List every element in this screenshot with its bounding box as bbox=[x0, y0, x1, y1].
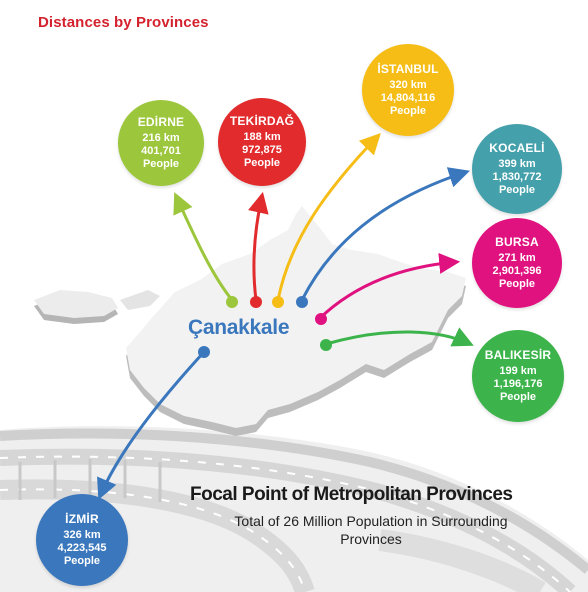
province-name: BURSA bbox=[495, 235, 539, 249]
province-unit: People bbox=[498, 278, 536, 290]
province-unit: People bbox=[142, 158, 180, 170]
province-distance: 271 km bbox=[498, 252, 536, 264]
province-unit: People bbox=[499, 391, 537, 403]
arrow-balikesir bbox=[325, 327, 474, 347]
province-population: 4,223,545 bbox=[57, 542, 107, 554]
bubble-balikesir: BALIKESİR 199 km 1,196,176 People bbox=[472, 330, 564, 422]
province-distance: 199 km bbox=[499, 365, 537, 377]
province-name: BALIKESİR bbox=[484, 348, 552, 362]
origin-dot-kocaeli bbox=[296, 296, 308, 308]
province-unit: People bbox=[389, 105, 427, 117]
province-population: 972,875 bbox=[242, 144, 282, 156]
page-title: Distances by Provinces bbox=[38, 14, 209, 31]
connection-arrows bbox=[97, 132, 474, 500]
arrow-edirne bbox=[173, 192, 234, 301]
bubble-kocaeli: KOCAELİ 399 km 1,830,772 People bbox=[472, 124, 562, 214]
province-distance: 188 km bbox=[243, 131, 281, 143]
province-distance: 399 km bbox=[498, 158, 536, 170]
province-name: TEKİRDAĞ bbox=[229, 114, 295, 128]
center-city-label: Çanakkale bbox=[188, 316, 290, 339]
origin-dot-istanbul bbox=[272, 296, 284, 308]
province-distance: 326 km bbox=[63, 529, 101, 541]
province-name: KOCAELİ bbox=[489, 141, 545, 155]
province-shape bbox=[120, 206, 466, 436]
province-population: 1,196,176 bbox=[493, 378, 543, 390]
province-population: 14,804,116 bbox=[380, 92, 436, 104]
subheadline: Total of 26 Million Population in Surrou… bbox=[234, 513, 508, 547]
province-distance: 216 km bbox=[142, 132, 180, 144]
bubble-izmir: İZMİR 326 km 4,223,545 People bbox=[36, 494, 128, 586]
arrow-izmir bbox=[97, 350, 206, 500]
province-name: İZMİR bbox=[65, 512, 99, 526]
arrow-bursa bbox=[318, 252, 461, 320]
bubble-tekirdag: TEKİRDAĞ 188 km 972,875 People bbox=[218, 98, 306, 186]
bubble-bursa: BURSA 271 km 2,901,396 People bbox=[472, 218, 562, 308]
origin-dot-bursa bbox=[315, 313, 327, 325]
province-unit: People bbox=[63, 555, 101, 567]
island-shape bbox=[34, 290, 118, 324]
province-name: EDİRNE bbox=[137, 115, 185, 129]
origin-dot-balikesir bbox=[320, 339, 332, 351]
province-population: 401,701 bbox=[141, 145, 181, 157]
province-name: İSTANBUL bbox=[377, 62, 439, 76]
headline: Focal Point of Metropolitan Provinces bbox=[190, 484, 513, 505]
origin-dot-izmir bbox=[198, 346, 210, 358]
origin-dot-edirne bbox=[226, 296, 238, 308]
province-population: 2,901,396 bbox=[492, 265, 542, 277]
arrow-kocaeli bbox=[300, 167, 470, 301]
province-unit: People bbox=[498, 184, 536, 196]
province-population: 1,830,772 bbox=[492, 171, 542, 183]
bubble-edirne: EDİRNE 216 km 401,701 People bbox=[118, 100, 204, 186]
origin-dots bbox=[198, 296, 332, 358]
origin-dot-tekirdag bbox=[250, 296, 262, 308]
province-distance: 320 km bbox=[389, 79, 427, 91]
province-unit: People bbox=[243, 157, 281, 169]
arrow-istanbul bbox=[276, 132, 381, 301]
bubble-istanbul: İSTANBUL 320 km 14,804,116 People bbox=[362, 44, 454, 136]
arrow-tekirdag bbox=[248, 191, 269, 301]
